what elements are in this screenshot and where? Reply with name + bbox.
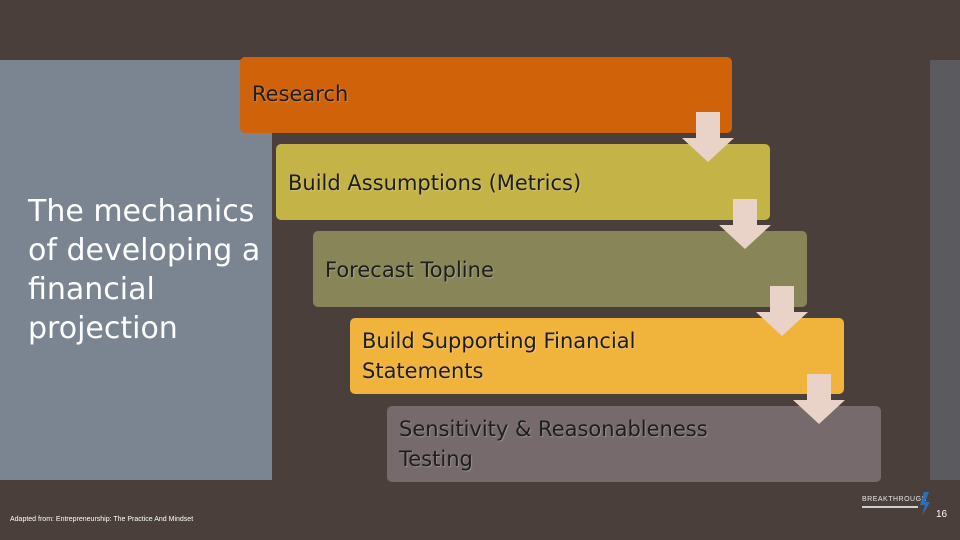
step-build-supporting-statements-line1: Build Supporting Financial — [362, 329, 636, 353]
logo-mark-icon — [920, 492, 930, 516]
source-footnote: Adapted from: Entrepreneurship: The Prac… — [10, 516, 194, 523]
step-sensitivity-testing-line1: Sensitivity & Reasonableness — [399, 417, 708, 441]
step-build-assumptions-label: Build Assumptions (Metrics) — [288, 171, 582, 195]
down-arrow-icon — [756, 286, 808, 336]
step-research: Research — [240, 57, 732, 133]
company-logo: BREAKTHROUGH — [862, 492, 934, 518]
title-panel — [0, 60, 272, 480]
step-build-supporting-statements-line2: Statements — [362, 359, 484, 383]
logo-underline — [862, 506, 918, 508]
down-arrow-icon — [719, 199, 771, 249]
page-title: The mechanics of developing a financial … — [28, 194, 261, 346]
step-build-assumptions: Build Assumptions (Metrics) — [276, 144, 770, 220]
down-arrow-icon — [793, 374, 845, 424]
step-sensitivity-testing-line2: Testing — [399, 447, 473, 471]
step-research-label: Research — [252, 82, 349, 106]
right-edge-strip — [930, 60, 960, 480]
logo-wordmark: BREAKTHROUGH — [862, 496, 928, 503]
slide-number: 16 — [936, 509, 948, 520]
step-sensitivity-testing: Sensitivity & Reasonableness Testing — [387, 406, 881, 482]
step-forecast-topline-label: Forecast Topline — [325, 258, 494, 282]
down-arrow-icon — [682, 112, 734, 162]
step-build-supporting-statements: Build Supporting Financial Statements — [350, 318, 844, 394]
step-forecast-topline: Forecast Topline — [313, 231, 807, 307]
